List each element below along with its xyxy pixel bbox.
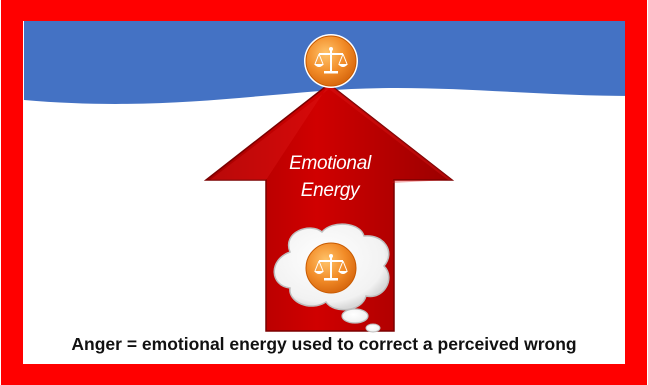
arrow-label: Emotional Energy <box>255 150 405 204</box>
upward-arrow <box>203 83 455 332</box>
thought-bubble-icon <box>273 223 390 333</box>
scales-of-justice-icon <box>304 34 358 88</box>
caption: Anger = emotional energy used to correct… <box>71 334 577 354</box>
arrow-label-line1: Emotional <box>289 153 371 174</box>
arrow-label-line2: Energy <box>300 180 360 201</box>
